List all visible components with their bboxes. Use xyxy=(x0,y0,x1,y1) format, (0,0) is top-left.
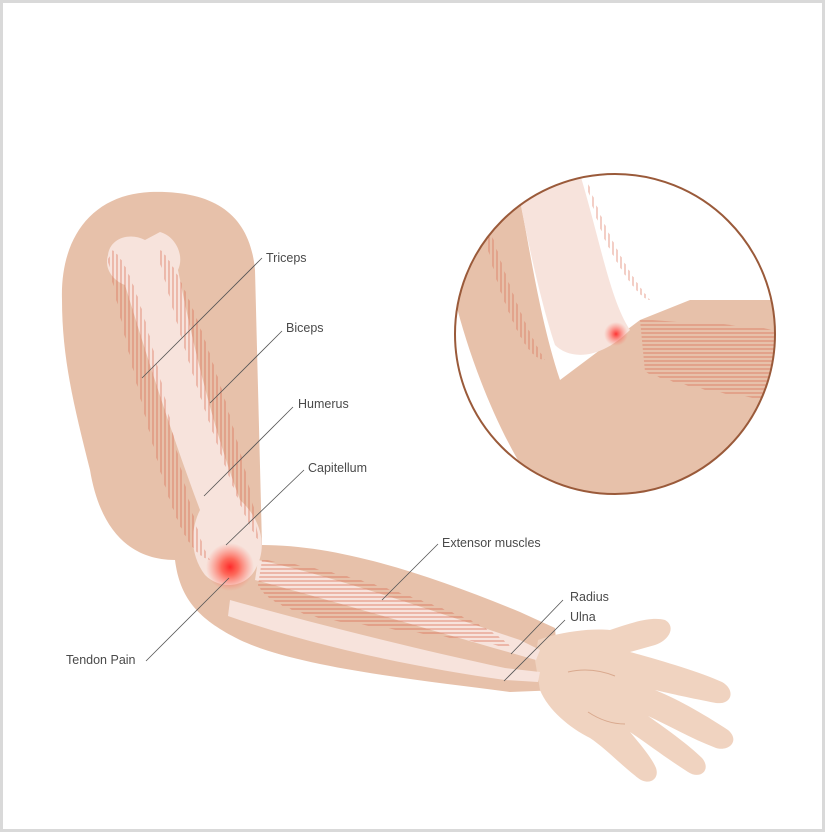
label-triceps: Triceps xyxy=(266,252,307,265)
hand xyxy=(535,619,733,782)
tendon-pain-hotspot xyxy=(206,543,254,591)
label-tendon-pain: Tendon Pain xyxy=(66,654,136,667)
label-extensor-muscles: Extensor muscles xyxy=(442,537,541,550)
label-humerus: Humerus xyxy=(298,398,349,411)
label-ulna: Ulna xyxy=(570,611,596,624)
label-biceps: Biceps xyxy=(286,322,324,335)
label-radius: Radius xyxy=(570,591,609,604)
label-capitellum: Capitellum xyxy=(308,462,367,475)
zoom-inset xyxy=(455,174,775,494)
